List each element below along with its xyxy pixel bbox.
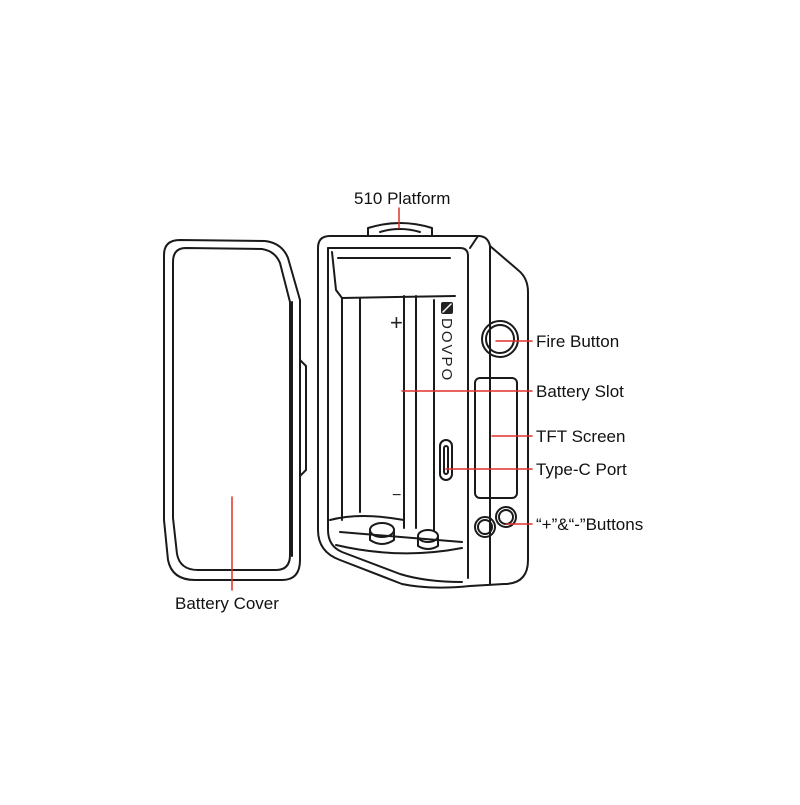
- plus-sign: +: [390, 310, 403, 335]
- label-adjust-buttons: “+”&“-”Buttons: [536, 515, 644, 534]
- label-type-c-port: Type-C Port: [536, 460, 627, 479]
- brand-logo-icon: [441, 302, 453, 314]
- leader-lines: [231, 207, 533, 591]
- brand-text: DOVPO: [438, 318, 455, 382]
- label-tft-screen: TFT Screen: [536, 427, 626, 446]
- adjust-buttons-drawing: [474, 506, 517, 538]
- label-battery-cover: Battery Cover: [175, 594, 279, 613]
- fire-button-drawing: [481, 320, 519, 358]
- label-fire-button: Fire Button: [536, 332, 620, 351]
- label-510-platform: 510 Platform: [354, 189, 451, 208]
- label-battery-slot: Battery Slot: [536, 382, 624, 401]
- tft-screen-drawing: [474, 377, 518, 499]
- battery-cover-drawing: [163, 239, 307, 581]
- minus-sign: −: [392, 487, 401, 504]
- device-body: [317, 222, 529, 589]
